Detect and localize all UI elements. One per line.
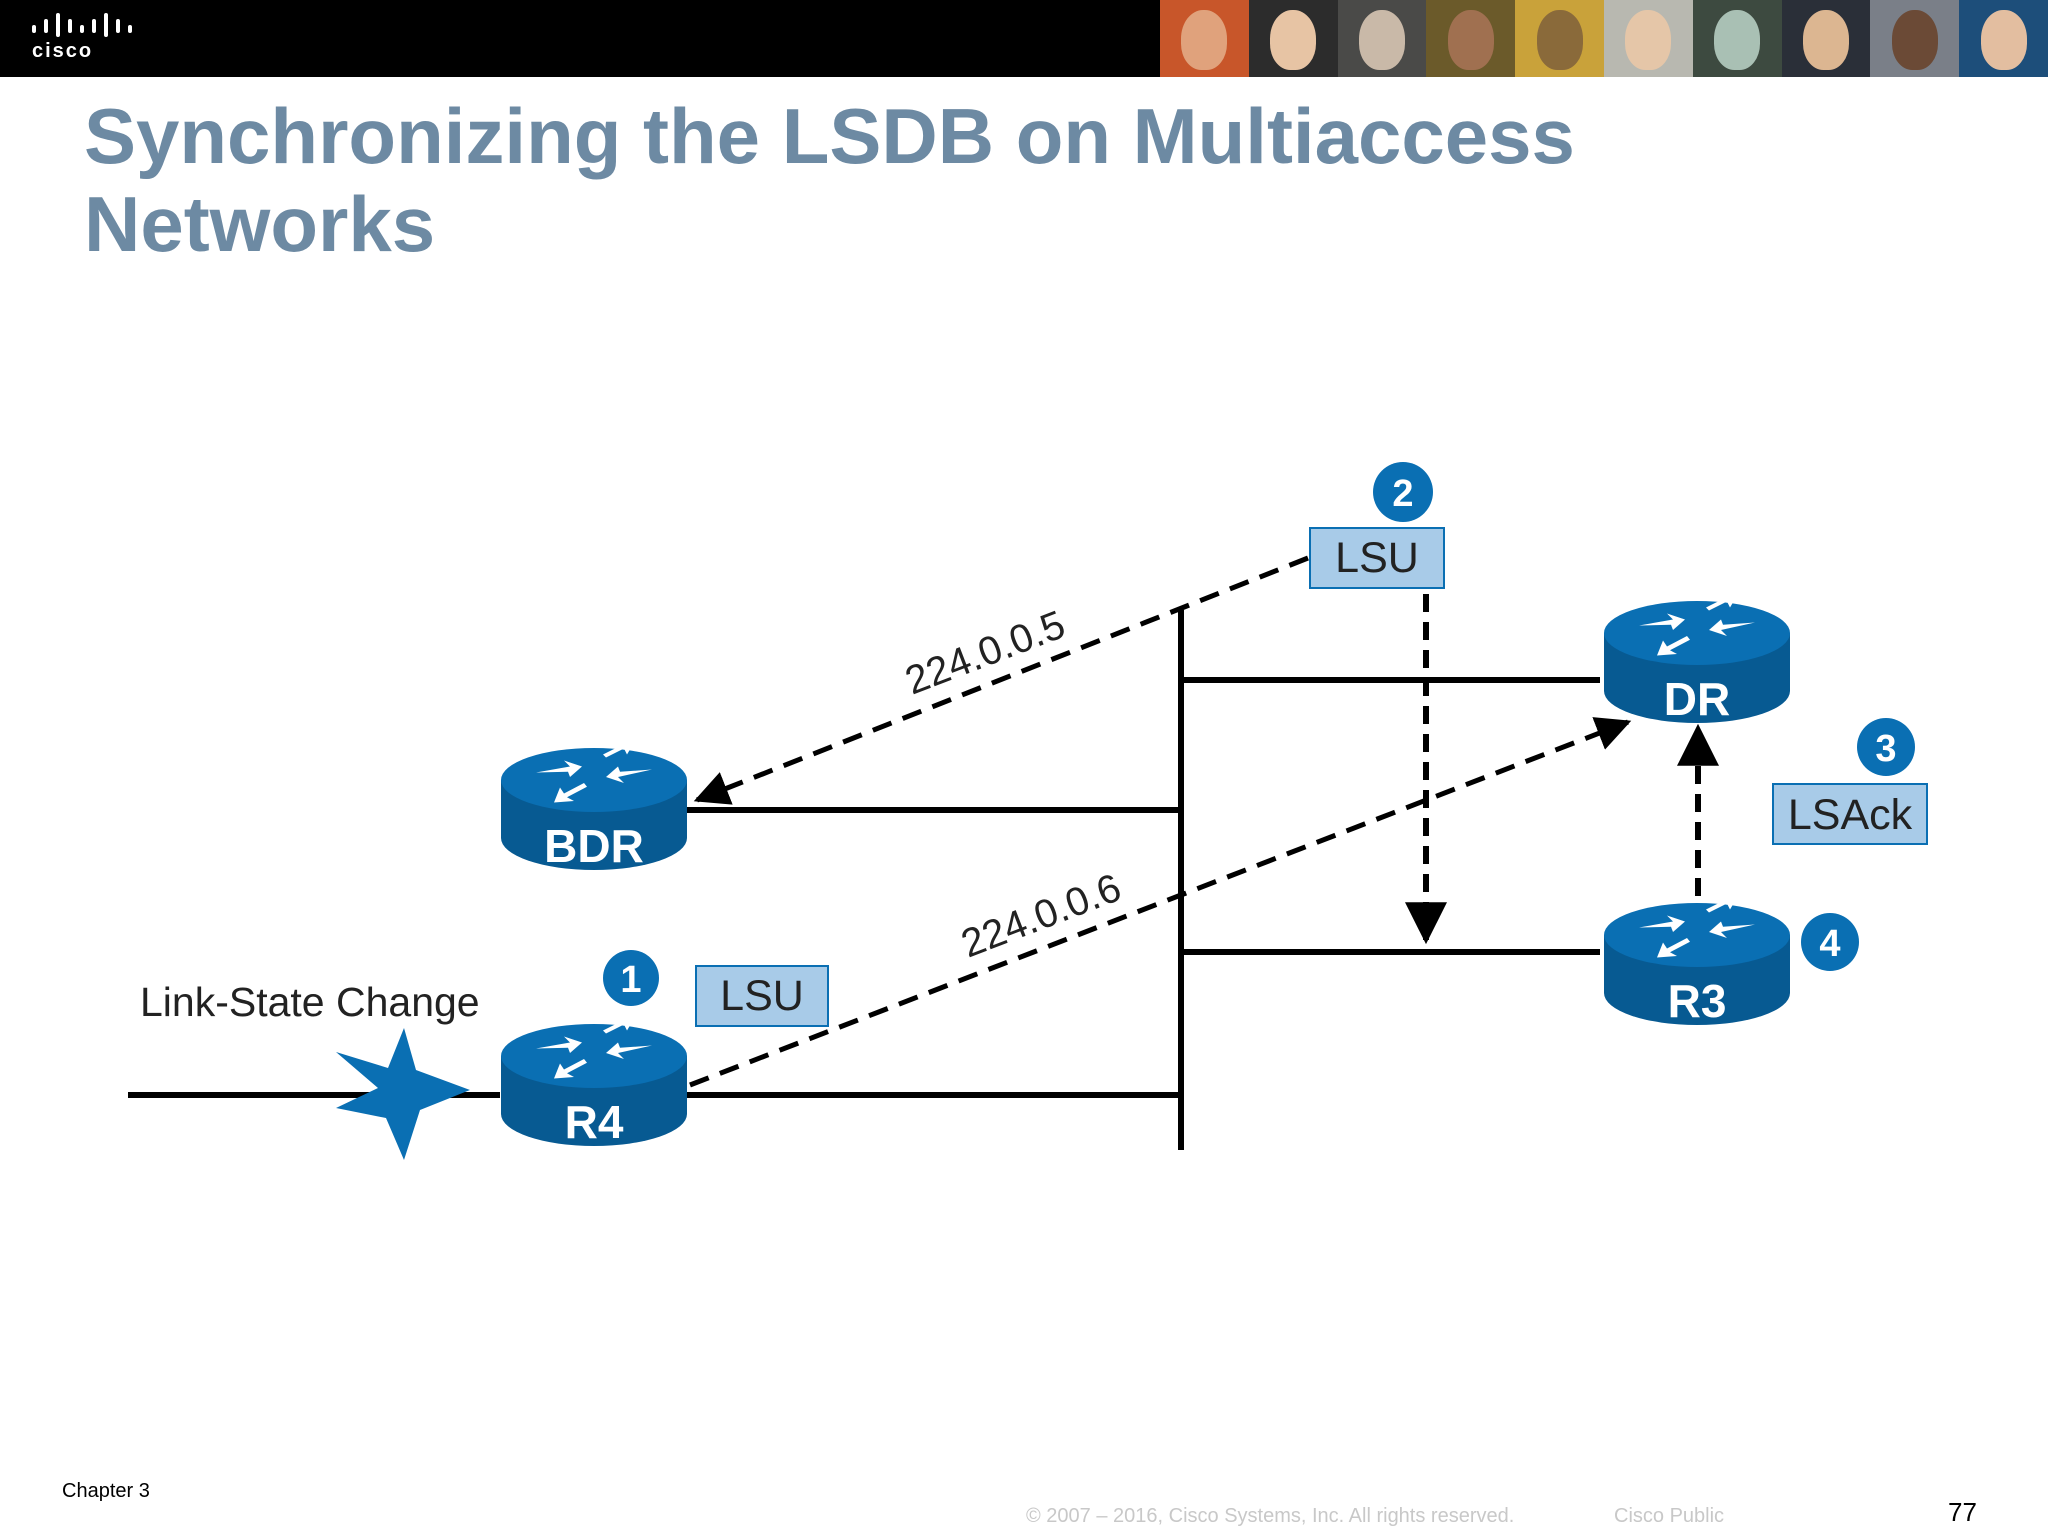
- packet-label-lsu-1: LSU: [720, 972, 804, 1020]
- router-r3: R3: [1604, 896, 1790, 1027]
- step-badge-4: 4: [1801, 913, 1859, 971]
- face-image: [1447, 10, 1494, 70]
- photo-8: [1781, 0, 1871, 77]
- face-image: [1980, 10, 2027, 70]
- flood-arrow-r4-to-dr: [689, 717, 1632, 1088]
- step-badge-3: 3: [1857, 718, 1915, 776]
- link-state-change-label: Link-State Change: [140, 979, 480, 1025]
- face-image: [1625, 10, 1672, 70]
- face-image: [1358, 10, 1405, 70]
- header-bar: cisco: [0, 0, 2048, 77]
- step-badge-2: 2: [1373, 462, 1433, 522]
- face-image: [1891, 10, 1938, 70]
- face-image: [1802, 10, 1849, 70]
- face-image: [1181, 10, 1228, 70]
- router-label-r3: R3: [1668, 975, 1727, 1027]
- photo-10: [1959, 0, 2048, 77]
- cisco-wordmark: cisco: [32, 40, 94, 62]
- photo-strip: [1160, 0, 2048, 77]
- step-number-4: 4: [1819, 923, 1840, 965]
- photo-7: [1692, 0, 1782, 77]
- flood-arrow-dr-to-bdr: [693, 555, 1309, 805]
- router-bdr: BDR: [501, 741, 687, 872]
- face-image: [1270, 10, 1317, 70]
- footer-classification: Cisco Public: [1614, 1505, 1725, 1527]
- footer-copyright: © 2007 – 2016, Cisco Systems, Inc. All r…: [1026, 1505, 1515, 1527]
- slide-title-line-2: Networks: [84, 180, 436, 268]
- packet-label-lsack: LSAck: [1788, 791, 1913, 839]
- footer-page-number: 77: [1948, 1497, 1977, 1527]
- photo-9: [1870, 0, 1960, 77]
- packet-lsack: LSAck: [1772, 783, 1928, 845]
- cisco-bars-icon: [32, 13, 132, 37]
- router-dr: DR: [1604, 594, 1790, 725]
- cisco-logo: cisco: [28, 12, 158, 66]
- step-number-2: 2: [1392, 473, 1413, 515]
- photo-1: [1160, 0, 1249, 77]
- router-label-bdr: BDR: [544, 820, 644, 872]
- packet-label-lsu-2: LSU: [1335, 534, 1419, 582]
- router-label-dr: DR: [1664, 673, 1730, 725]
- router-r4: R4: [501, 1017, 687, 1148]
- photo-3: [1337, 0, 1427, 77]
- face-image: [1536, 10, 1583, 70]
- link-state-change-burst-icon: [336, 1028, 470, 1160]
- photo-4: [1426, 0, 1516, 77]
- step-number-3: 3: [1875, 728, 1896, 770]
- router-label-r4: R4: [565, 1096, 624, 1148]
- photo-5: [1515, 0, 1604, 77]
- step-number-1: 1: [620, 959, 641, 1001]
- address-label-224-0-0-6: 224.0.0.6: [955, 866, 1127, 967]
- footer-chapter: Chapter 3: [62, 1480, 150, 1502]
- photo-6: [1603, 0, 1693, 77]
- photo-2: [1248, 0, 1338, 77]
- packet-lsu-step1: LSU: [695, 965, 829, 1027]
- slide-title: Synchronizing the LSDB on Multiaccess Ne…: [84, 92, 1884, 268]
- slide-title-line-1: Synchronizing the LSDB on Multiaccess: [84, 92, 1575, 180]
- address-label-224-0-0-5: 224.0.0.5: [899, 603, 1071, 704]
- packet-lsu-step2: LSU: [1309, 527, 1445, 589]
- step-badge-1: 1: [603, 950, 659, 1006]
- face-image: [1714, 10, 1761, 70]
